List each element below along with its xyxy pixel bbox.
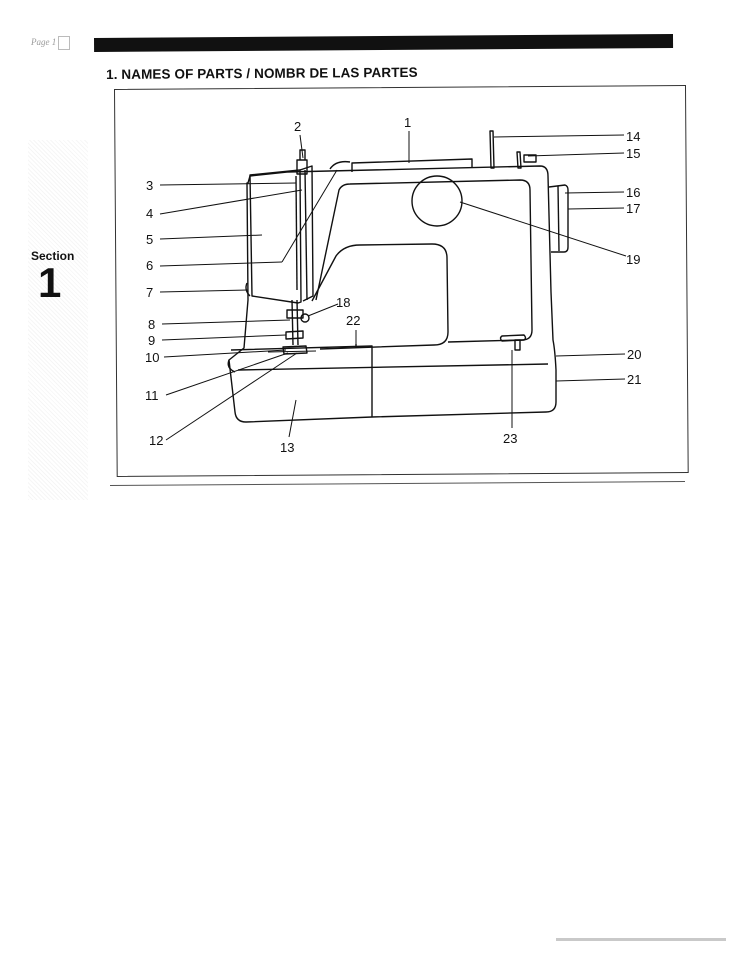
face-plate xyxy=(249,169,302,304)
callout-7: 7 xyxy=(146,285,153,300)
bobbin-winder xyxy=(523,154,537,163)
callout-20: 20 xyxy=(627,347,641,362)
callout-5: 5 xyxy=(146,232,153,247)
callout-11: 11 xyxy=(145,388,159,403)
callout-13: 13 xyxy=(280,440,294,455)
callout-2: 2 xyxy=(294,119,301,134)
carry-handle-outline xyxy=(351,158,473,172)
section-number: 1 xyxy=(38,259,62,306)
machine-body-outline xyxy=(228,165,557,423)
callout-8: 8 xyxy=(148,317,155,332)
needle-bar xyxy=(291,299,294,346)
callout-3: 3 xyxy=(146,178,153,193)
callout-12: 12 xyxy=(149,433,163,448)
callout-23: 23 xyxy=(503,431,517,446)
callout-16: 16 xyxy=(626,185,640,200)
front-panel-line xyxy=(315,179,533,343)
callout-14: 14 xyxy=(626,129,640,144)
footer-rule xyxy=(556,938,726,941)
callout-1: 1 xyxy=(404,115,411,130)
callout-17: 17 xyxy=(626,201,640,216)
callout-15: 15 xyxy=(626,146,640,161)
callout-6: 6 xyxy=(146,258,153,273)
callout-19: 19 xyxy=(626,252,640,267)
callout-4: 4 xyxy=(146,206,153,221)
presser-foot-screw xyxy=(285,330,304,340)
callout-9: 9 xyxy=(148,333,155,348)
reverse-lever xyxy=(499,334,527,342)
callout-10: 10 xyxy=(145,350,159,365)
callout-18: 18 xyxy=(336,295,350,310)
callout-22: 22 xyxy=(346,313,360,328)
page-marker: Page 1 xyxy=(31,36,71,50)
section-label: Section xyxy=(31,249,75,263)
pattern-selector-dial xyxy=(411,175,463,227)
callout-leaders xyxy=(159,131,627,441)
callout-21: 21 xyxy=(627,372,641,387)
presser-foot xyxy=(282,345,308,355)
scan-shading xyxy=(28,140,88,500)
free-arm-base xyxy=(230,345,373,417)
spool-pin xyxy=(489,130,495,169)
handwheel xyxy=(548,184,569,253)
arm-opening xyxy=(311,243,449,350)
